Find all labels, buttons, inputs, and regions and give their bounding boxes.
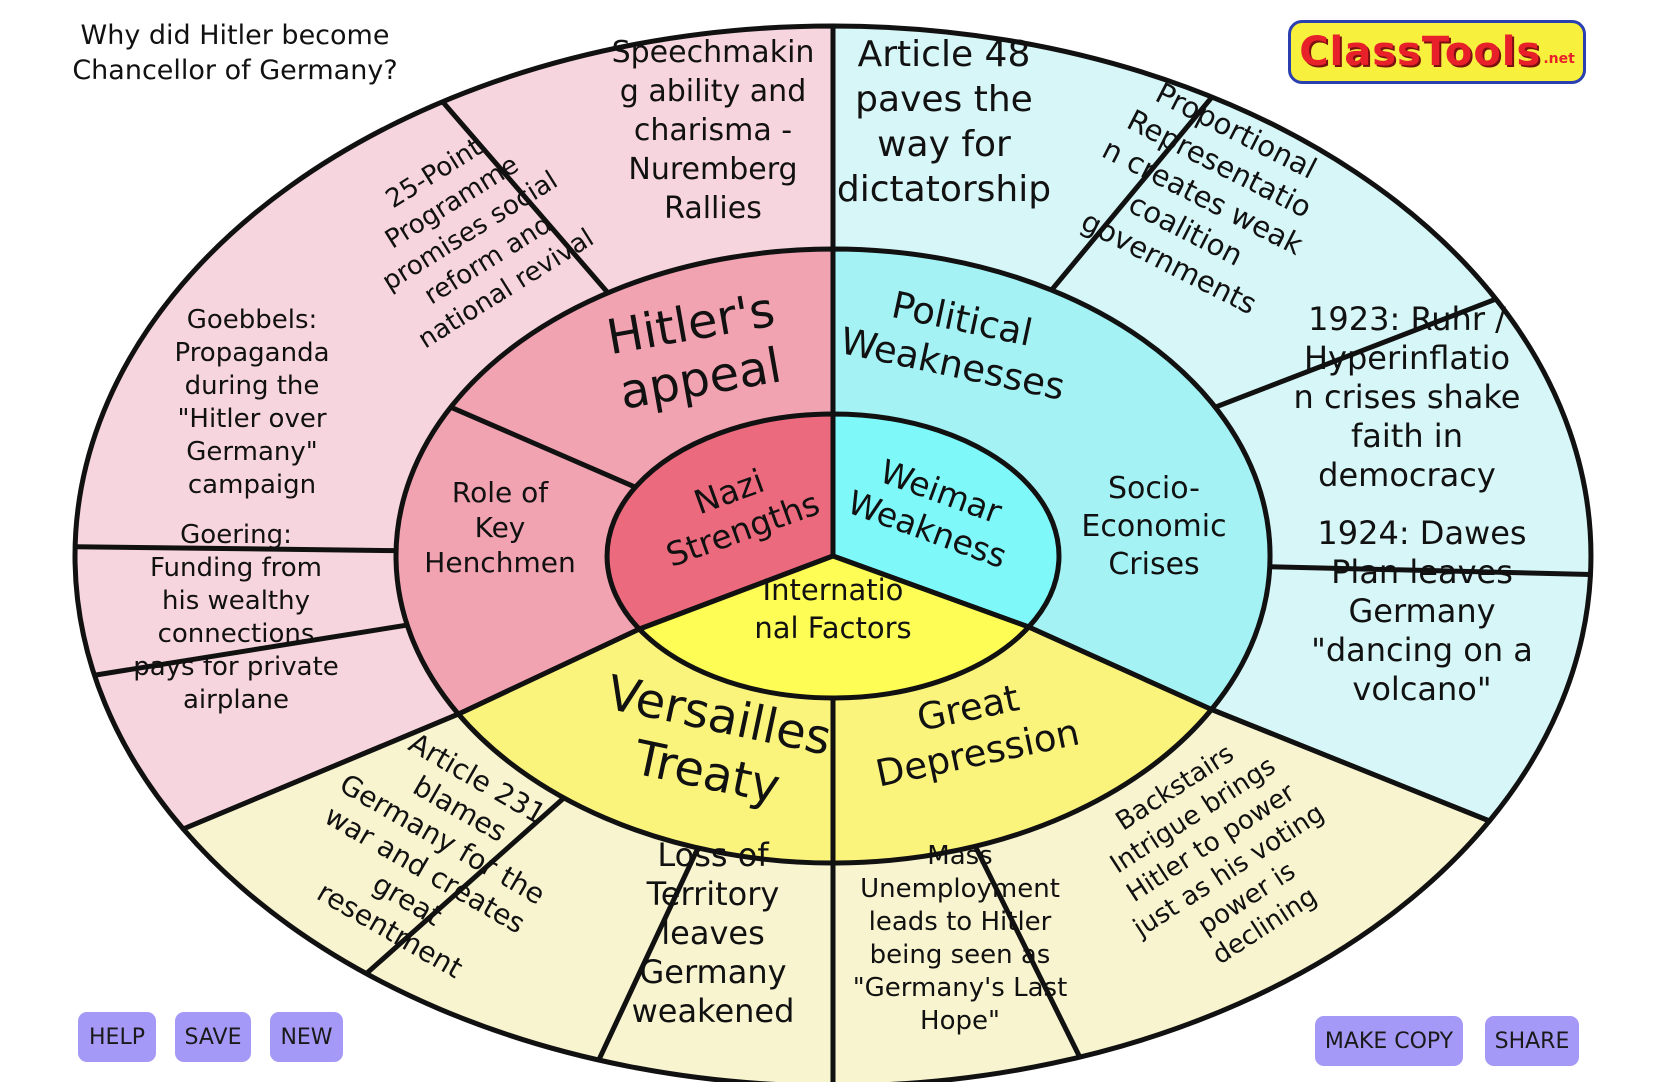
middle-divider-0: [449, 404, 637, 490]
outer-divider-4: [1214, 296, 1497, 410]
yellow-core: [636, 553, 1032, 701]
logo-suffix: .net: [1543, 51, 1575, 67]
make-copy-button[interactable]: MAKE COPY: [1315, 1016, 1463, 1066]
hitlers-appeal-label[interactable]: Hitler'sappeal: [603, 282, 789, 422]
article231-cell[interactable]: Article 231blamesGermany for thewar and …: [282, 707, 586, 1003]
outer-divider-1: [75, 544, 397, 554]
classtools-logo[interactable]: ClassTools .net: [1288, 20, 1586, 84]
outer-divider-5: [1269, 564, 1591, 577]
cyan-core: [830, 411, 1062, 630]
page-title: Why did Hitler become Chancellor of Germ…: [72, 20, 398, 86]
outer-divider-0: [440, 100, 610, 295]
outer-divider-7: [596, 846, 701, 1062]
save-button[interactable]: SAVE: [175, 1012, 251, 1062]
outer-divider-6: [364, 796, 566, 976]
logo-text: ClassTools: [1299, 29, 1542, 75]
new-button[interactable]: NEW: [270, 1012, 343, 1062]
outer-divider-2: [94, 622, 408, 678]
share-button[interactable]: SHARE: [1485, 1016, 1579, 1066]
outer-divider-9: [973, 845, 1083, 1059]
help-button[interactable]: HELP: [78, 1012, 156, 1062]
outer-divider-3: [1049, 95, 1214, 292]
